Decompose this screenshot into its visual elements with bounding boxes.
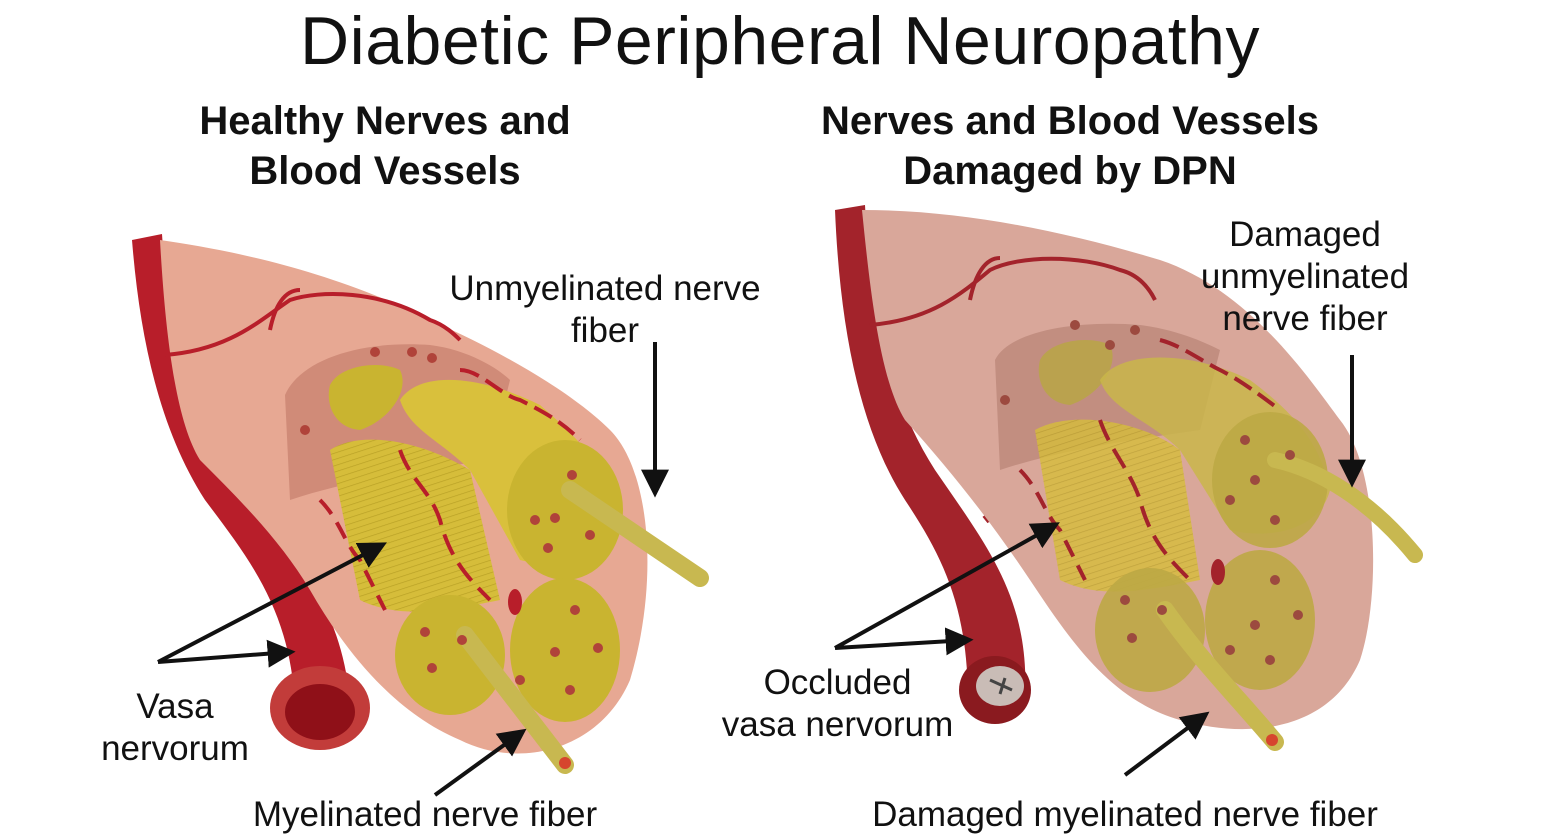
damaged-surface-vessel: [869, 256, 1157, 327]
damaged-unmyelinated-line1: Damaged: [1229, 215, 1381, 254]
damaged-vasa-line1: Occluded: [763, 663, 912, 702]
damaged-fascicle-fibrils: [1035, 419, 1200, 592]
healthy-unmyelinated-label: Unmyelinated nerve fiber: [440, 268, 770, 352]
damaged-unmyelinated-label: Damaged unmyelinated nerve fiber: [1190, 214, 1420, 340]
healthy-unmyelinated-line2: fiber: [570, 311, 640, 350]
damaged-heading-line2: Damaged by DPN: [903, 149, 1237, 193]
healthy-nerve-illustration: [132, 234, 709, 774]
damaged-fascicle-end: [1212, 412, 1328, 548]
healthy-fascicle-top: [328, 365, 403, 430]
healthy-fascicle-fibrils: [330, 439, 500, 612]
damaged-heading-line1: Nerves and Blood Vessels: [820, 99, 1319, 143]
page-title: Diabetic Peripheral Neuropathy: [300, 3, 1260, 79]
healthy-vasa-line2: nervorum: [101, 729, 249, 768]
damaged-unmyelinated-fiber: [1267, 452, 1423, 563]
damaged-vasa-arrow-1: [834, 522, 1060, 650]
healthy-unmyelinated-fiber: [561, 481, 709, 587]
healthy-myelinated-label: Myelinated nerve fiber: [252, 795, 598, 834]
damaged-fascicle-lower-right: [1205, 550, 1315, 690]
healthy-panel-heading: Healthy Nerves and Blood Vessels: [170, 96, 600, 196]
damaged-vasa-label: Occluded vasa nervorum: [715, 662, 960, 746]
healthy-heading-line2: Blood Vessels: [249, 149, 521, 193]
damaged-panel-heading: Nerves and Blood Vessels Damaged by DPN: [800, 96, 1340, 196]
healthy-fascicle-lower-left: [395, 595, 505, 715]
damaged-nerve-illustration: [835, 205, 1423, 751]
damaged-vasa-line2: vasa nervorum: [721, 705, 954, 744]
healthy-heading-line1: Healthy Nerves and: [199, 99, 571, 143]
damaged-myelinated-label: Damaged myelinated nerve fiber: [872, 795, 1378, 834]
damaged-unmyelinated-line3: nerve fiber: [1222, 299, 1388, 338]
pointer-arrows: [157, 342, 1366, 797]
healthy-unmyelinated-line1: Unmyelinated nerve: [449, 269, 761, 308]
healthy-myelinated-arrow: [433, 728, 527, 797]
healthy-vasa-arrow-2: [157, 639, 296, 668]
healthy-vasa-line1: Vasa: [136, 687, 214, 726]
healthy-fascicle-lower-right: [510, 578, 620, 722]
damaged-vasa-arrow-2: [834, 627, 974, 656]
damaged-myelinated-arrow: [1123, 711, 1210, 777]
damaged-fascicle-top: [1038, 340, 1113, 405]
healthy-vasa-arrow-1: [157, 542, 387, 664]
healthy-surface-vessel: [164, 292, 462, 357]
healthy-myelinated-fiber: [456, 626, 574, 774]
damaged-myelinated-fiber: [1156, 601, 1284, 751]
healthy-vessel: [132, 234, 350, 705]
damaged-vessel: [835, 205, 1026, 703]
damaged-unmyelinated-line2: unmyelinated: [1200, 257, 1410, 296]
healthy-fascicle-end: [507, 440, 623, 580]
healthy-vasa-label: Vasa nervorum: [90, 686, 260, 770]
